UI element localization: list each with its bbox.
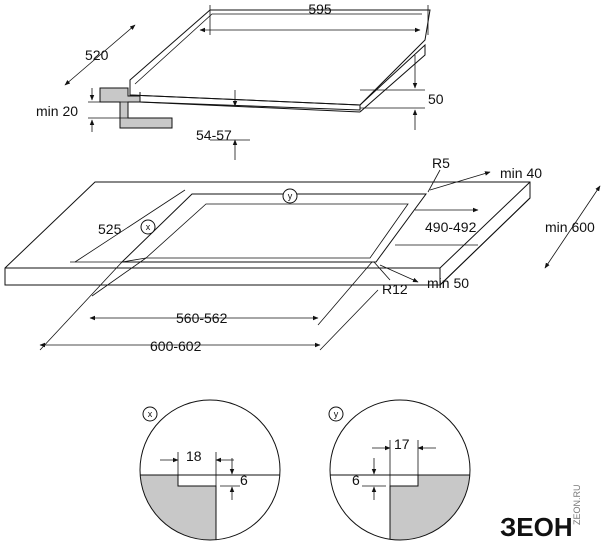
dim-min-20: min 20 [36,103,78,119]
marker-x [140,219,156,235]
dim-r12: R12 [382,281,408,297]
dim-depth-520: 520 [85,47,109,63]
detail-x-marker [142,406,158,422]
svg-text:y: y [288,191,293,201]
detail-x-circle [139,399,281,541]
detail-x-section [140,474,217,540]
detail-y-marker [328,406,344,422]
detail-y-circle [329,399,471,541]
marker-y [282,188,298,204]
dim-cutout-560-562: 560-562 [176,310,228,326]
worktop-view: y x R5 R12 min 40 min 50 min 600 525 490… [4,155,601,354]
detail-x-height: 6 [240,472,248,488]
svg-text:x: x [148,409,153,419]
dim-r5: R5 [432,155,450,171]
detail-y-width: 17 [394,436,410,452]
dim-width-595: 595 [308,1,332,17]
dim-min-40: min 40 [500,165,542,181]
detail-y-section [389,474,470,540]
watermark-sub: ZEON.RU [572,485,582,526]
worktop-cutout [120,193,427,263]
dim-height-50: 50 [428,91,444,107]
watermark-logo: ЗЕОН [500,512,573,542]
detail-x-width: 18 [186,448,202,464]
svg-text:x: x [146,222,151,232]
dim-min-50: min 50 [427,275,469,291]
hob-top-view: 595 520 50 min 20 54-57 [36,1,444,160]
dim-cutout-490-492: 490-492 [425,219,477,235]
dim-embed-54-57: 54-57 [196,127,232,143]
hob-glass-top [129,9,431,106]
detail-x: x 18 6 [139,399,281,541]
zeon-watermark: ЗЕОН ZEON.RU [498,485,598,546]
detail-y: y 17 6 [328,399,471,541]
svg-text:y: y [334,409,339,419]
dim-cutout-525: 525 [98,221,122,237]
detail-y-height: 6 [352,472,360,488]
dim-min-600: min 600 [545,219,595,235]
dim-cutout-600-602: 600-602 [150,338,202,354]
